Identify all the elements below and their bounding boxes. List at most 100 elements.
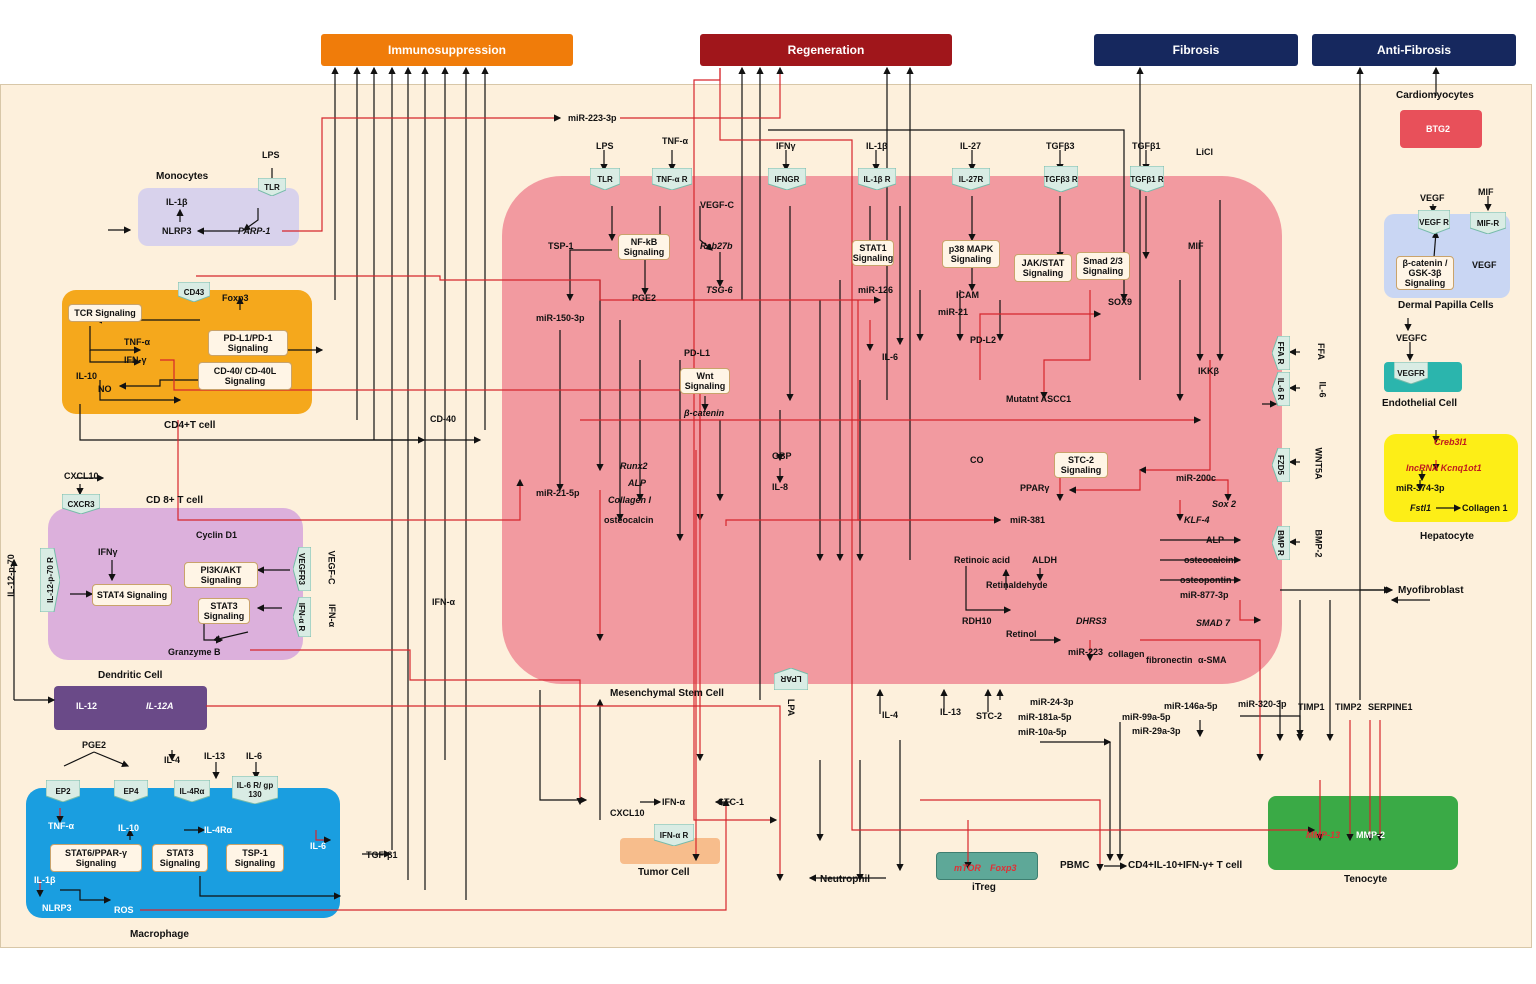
out-il13: IL-13 <box>940 707 962 717</box>
out-ifna: IFN-α <box>662 797 686 807</box>
endo-vegfc: VEGFC <box>1396 333 1428 343</box>
mac-il6b: IL-6 <box>310 841 327 851</box>
mac-il10: IL-10 <box>118 823 140 833</box>
dc-vegfc: VEGF-C <box>326 550 337 585</box>
mac-tnfa: TNF-α <box>48 821 75 831</box>
endo-title: Endothelial Cell <box>1382 398 1458 409</box>
hep-fstl1: Fstl1 <box>1410 503 1432 513</box>
cd4-il10: IL-10 <box>76 371 98 381</box>
dc-ifng: IFNγ <box>98 547 118 557</box>
msc-title: Mesenchymal Stem Cell <box>610 688 724 699</box>
mono-lps: LPS <box>262 150 280 160</box>
immunosuppression-box: Immunosuppression <box>321 34 573 66</box>
msc-cd40: CD-40 <box>430 414 457 424</box>
regeneration-label: Regeneration <box>787 43 865 57</box>
pdl1-signaling-box: PD-L1/PD-1 Signaling <box>208 330 288 356</box>
msc-retinol: Retinol <box>1006 629 1037 639</box>
msc-klf4: KLF-4 <box>1184 515 1210 525</box>
msc-il8: IL-8 <box>772 482 789 492</box>
out-ifna-mid: IFN-α <box>432 597 456 607</box>
pbmc-title: PBMC <box>1060 860 1090 871</box>
msc-ifng: IFNγ <box>776 141 796 151</box>
il12p70-label: IL-12-p-70 <box>5 554 16 597</box>
msc-tnf: TNF-α <box>662 136 689 146</box>
tenocyte-cell <box>1268 796 1458 870</box>
dermal-vegfr-receptor: VEGF R <box>1418 210 1450 234</box>
il12p70r-receptor: IL-12-p-70 R <box>40 548 60 612</box>
hep-lnc: lncRNA Kcnq1ot1 <box>1406 463 1482 473</box>
msc-rab27b: Rab27b <box>700 241 733 251</box>
teno-mmp13: MMP-13 <box>1306 830 1341 840</box>
cxcr3-receptor: CXCR3 <box>62 494 100 514</box>
dermal-mifr-receptor: MIF-R <box>1470 212 1506 234</box>
tcr-signaling-box: TCR Signaling <box>68 304 142 322</box>
cd4-tnfa: TNF-α <box>124 337 151 347</box>
ep4-receptor: EP4 <box>114 780 148 802</box>
tenocyte-title: Tenocyte <box>1344 874 1388 885</box>
stat6-signaling-box: STAT6/PPAR-γ Signaling <box>50 844 142 872</box>
msc-ppar: PPARγ <box>1020 483 1050 493</box>
dermal-mif: MIF <box>1478 187 1494 197</box>
msc-dhrs3: DHRS3 <box>1076 616 1107 626</box>
endo-vegfr-receptor: VEGFR <box>1394 362 1428 384</box>
out-stc2: STC-2 <box>976 711 1003 721</box>
msc-vegfc: VEGF-C <box>700 200 735 210</box>
msc-retacid: Retinoic acid <box>954 555 1011 565</box>
cd8-title: CD 8+ T cell <box>146 495 203 506</box>
msc-lps: LPS <box>596 141 614 151</box>
msc-mir126: miR-126 <box>858 285 894 295</box>
msc-gbp: GBP <box>772 451 792 461</box>
msc-pdl2: PD-L2 <box>970 335 997 345</box>
il12-cell <box>54 686 207 730</box>
msc-tgfb1r-receptor: TGFβ1 R <box>1130 166 1164 192</box>
msc-ikkb: IKKβ <box>1198 366 1219 376</box>
ifnar-receptor: IFN-α R <box>293 597 311 637</box>
msc-mir21: miR-21 <box>938 307 969 317</box>
dendritic-title: Dendritic Cell <box>98 670 163 681</box>
pi3k-signaling-box: PI3K/AKT Signaling <box>184 562 258 588</box>
out-serpine1: SERPINE1 <box>1368 702 1413 712</box>
ep2-receptor: EP2 <box>46 780 80 802</box>
msc-mutant: Mutatnt ASCC1 <box>1006 394 1072 404</box>
fibrosis-box: Fibrosis <box>1094 34 1298 66</box>
msc-pdl1: PD-L1 <box>684 348 711 358</box>
p38-signaling-box: p38 MAPK Signaling <box>942 240 1000 268</box>
msc-col1: Collagen I <box>608 495 652 505</box>
il6r-msc-receptor: IL-6 R <box>1272 372 1290 406</box>
fzd5-receptor: FZD5 <box>1272 448 1290 482</box>
il6r-receptor: IL-6 R/ gp 130 <box>232 776 278 804</box>
mac-stat3-box: STAT3 Signaling <box>152 844 208 872</box>
out-stc1: STC-1 <box>718 797 745 807</box>
msc-bmp2: BMP-2 <box>1313 529 1324 558</box>
bmpr-receptor: BMP R <box>1272 526 1290 560</box>
msc-mir223-top: miR-223-3p <box>568 113 617 123</box>
cd4-foxp3: Foxp3 <box>222 293 249 303</box>
immunosuppression-label: Immunosuppression <box>387 43 506 57</box>
lpar-receptor: LPAR <box>774 668 808 690</box>
msc-smad7: SMAD 7 <box>1196 618 1231 628</box>
msc-osteo: osteocalcin <box>604 515 654 525</box>
stat1-signaling-box: STAT1 Signaling <box>852 240 894 266</box>
fibrosis-label: Fibrosis <box>1172 43 1220 57</box>
monocytes-cell <box>138 188 299 246</box>
mac-il6: IL-6 <box>246 751 263 761</box>
dc-granzyme: Granzyme B <box>168 647 221 657</box>
msc-aldh: ALDH <box>1032 555 1057 565</box>
stc2-signaling-box: STC-2 Signaling <box>1054 452 1108 478</box>
msc-tsg6: TSG-6 <box>706 285 733 295</box>
stat4-signaling-box: STAT4 Signaling <box>92 584 172 606</box>
cxcl10-label: CXCL10 <box>64 471 99 481</box>
msc-co: CO <box>970 455 984 465</box>
out-mir29: miR-29a-3p <box>1132 726 1181 736</box>
teno-mmp2: MMP-2 <box>1356 830 1385 840</box>
mono-nlrp3: NLRP3 <box>162 226 192 236</box>
dc-ifna: IFN-α <box>327 603 338 628</box>
out-timp1: TIMP1 <box>1298 702 1325 712</box>
hepatocyte-cell <box>1384 434 1518 522</box>
out-il4: IL-4 <box>882 710 899 720</box>
out-timp2: TIMP2 <box>1335 702 1362 712</box>
ffar-receptor: FFA R <box>1272 336 1290 370</box>
out-mir99: miR-99a-5p <box>1122 712 1171 722</box>
dermal-bcat-box: β-catenin / GSK-3β Signaling <box>1396 256 1454 290</box>
